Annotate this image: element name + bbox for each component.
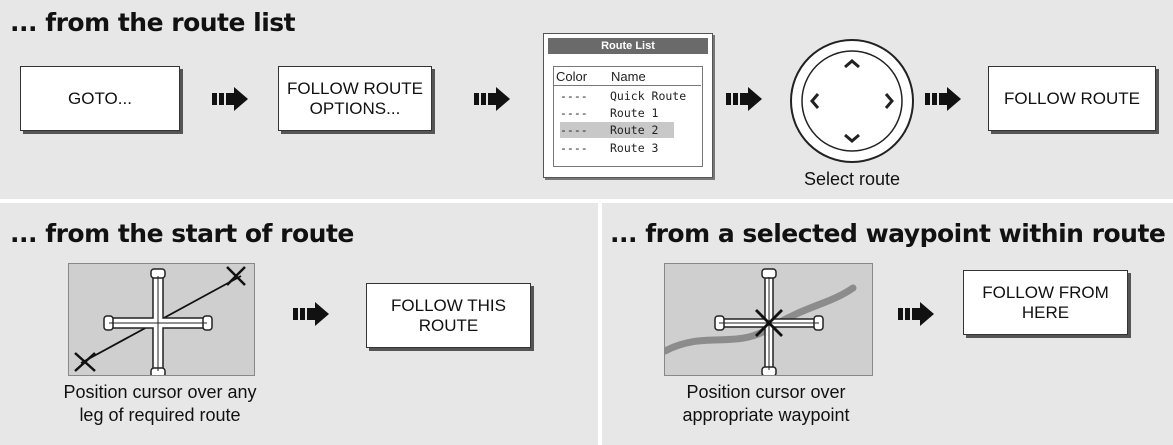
step-arrow-icon — [925, 87, 961, 111]
step-arrow-icon — [726, 87, 762, 111]
follow-route-button[interactable]: FOLLOW ROUTE — [988, 66, 1156, 131]
caption-line1: Position cursor over any — [63, 382, 257, 402]
route-color: ---- — [560, 141, 588, 155]
selected-waypoint-caption: Position cursor over appropriate waypoin… — [646, 381, 886, 427]
route-name: Route 1 — [610, 106, 659, 120]
route-list-window: Route List Color Name ---- Quick Route -… — [543, 33, 713, 178]
chart-view[interactable] — [68, 263, 255, 376]
step-arrow-icon — [898, 302, 934, 326]
panel-title-route-list: ... from the route list — [10, 8, 296, 37]
follow-from-here-button[interactable]: FOLLOW FROM HERE — [963, 270, 1128, 335]
follow-this-route-line1: FOLLOW THIS — [391, 295, 506, 315]
step-arrow-icon — [474, 87, 510, 111]
route-color: ---- — [560, 89, 588, 103]
follow-route-options-line2: OPTIONS... — [309, 98, 401, 118]
route-chart-drawing — [665, 268, 857, 375]
step-arrow-icon — [212, 87, 248, 111]
panel-title-selected-waypoint: ... from a selected waypoint within rout… — [610, 219, 1166, 248]
route-list-row[interactable]: ---- Route 1 — [554, 105, 701, 121]
follow-from-here-line1: FOLLOW FROM — [982, 282, 1109, 302]
route-list-header-divider — [554, 85, 701, 86]
route-list-col-name: Name — [611, 69, 646, 84]
route-list-col-color: Color — [556, 69, 588, 84]
goto-label: GOTO... — [68, 88, 132, 108]
caption-line2: appropriate waypoint — [682, 405, 850, 425]
waypoint-x-icon — [226, 266, 246, 286]
follow-this-route-line2: ROUTE — [418, 315, 479, 335]
goto-button[interactable]: GOTO... — [20, 66, 180, 131]
route-list-row[interactable]: ---- Quick Route — [554, 88, 701, 104]
caption-line1: Position cursor over — [686, 382, 846, 402]
route-chart-drawing — [74, 266, 246, 375]
route-list-row-selected[interactable]: ---- Route 2 — [560, 122, 674, 138]
route-color: ---- — [560, 123, 588, 137]
rotary-trackpad-icon[interactable] — [788, 37, 916, 165]
route-list-title: Route List — [548, 38, 708, 54]
route-list-table — [553, 66, 703, 167]
start-of-route-panel: ... from the start of route Position cur… — [0, 203, 598, 445]
route-name: Quick Route — [610, 89, 687, 103]
start-of-route-caption: Position cursor over any leg of required… — [40, 381, 280, 427]
select-route-caption: Select route — [803, 169, 901, 189]
follow-route-options-button[interactable]: FOLLOW ROUTE OPTIONS... — [278, 66, 432, 131]
selected-waypoint-panel: ... from a selected waypoint within rout… — [602, 203, 1173, 445]
cursor-cross-icon — [103, 268, 213, 375]
route-color: ---- — [560, 106, 588, 120]
follow-route-label: FOLLOW ROUTE — [1003, 88, 1140, 108]
step-arrow-icon — [293, 302, 329, 326]
route-list-panel: ... from the route list GOTO... FOLLOW R… — [0, 0, 1173, 199]
route-name: Route 2 — [610, 123, 659, 137]
route-list-row[interactable]: ---- Route 3 — [554, 140, 701, 156]
chart-view[interactable] — [664, 263, 873, 376]
follow-this-route-button[interactable]: FOLLOW THIS ROUTE — [366, 283, 531, 348]
waypoint-x-icon — [74, 352, 96, 372]
follow-from-here-line2: HERE — [1021, 302, 1070, 322]
follow-route-options-line1: FOLLOW ROUTE — [286, 78, 423, 98]
route-name: Route 3 — [610, 141, 659, 155]
panel-title-start-of-route: ... from the start of route — [10, 219, 354, 248]
waypoint-x-icon — [755, 309, 783, 337]
caption-line2: leg of required route — [79, 405, 241, 425]
